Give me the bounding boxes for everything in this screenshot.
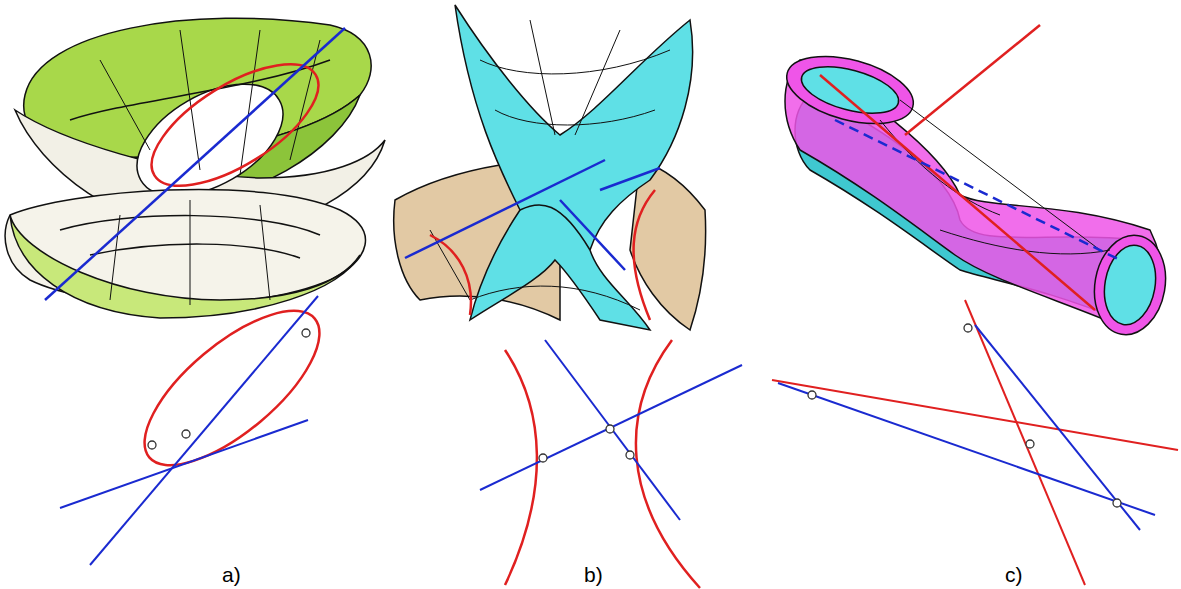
panel-label: a) — [222, 564, 241, 585]
surface-b — [394, 5, 706, 330]
ruling-line — [45, 28, 345, 300]
surface-c — [779, 44, 1173, 340]
surface-a — [5, 18, 385, 318]
plane-section-b — [480, 340, 742, 588]
intersection-curve — [133, 41, 337, 210]
panel-label: b) — [584, 564, 603, 585]
plane-section-c — [772, 300, 1178, 585]
plane-section-a — [60, 285, 343, 565]
panel-label: c) — [1005, 564, 1023, 585]
